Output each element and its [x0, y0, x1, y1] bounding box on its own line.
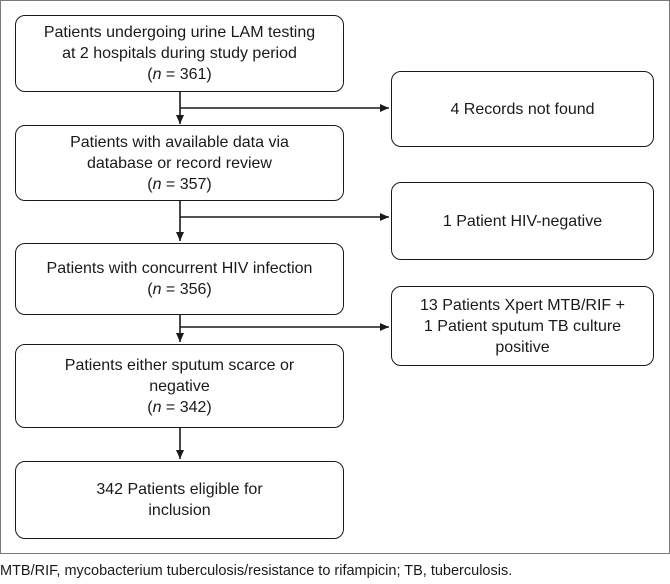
exclusion-box-2: 1 Patient HIV-negative	[391, 182, 654, 260]
flow-box-3-count-value: = 356)	[161, 281, 212, 298]
flow-box-1: Patients undergoing urine LAM testing at…	[15, 15, 344, 92]
n-symbol: n	[152, 175, 162, 193]
figure-caption: MTB/RIF, mycobacterium tuberculosis/resi…	[0, 563, 513, 579]
flow-box-1-line1: Patients undergoing urine LAM testing	[43, 24, 316, 41]
n-symbol: n	[152, 281, 162, 298]
flow-box-1-count: (n = 361)	[147, 66, 212, 83]
flow-box-5: 342 Patients eligible for inclusion	[15, 461, 344, 539]
flow-box-2-line2: database or record review	[87, 154, 272, 172]
flow-box-3-line1: Patients with concurrent HIV infection	[46, 260, 313, 277]
flow-box-4-line2: negative	[149, 377, 210, 395]
n-symbol: n	[152, 66, 162, 83]
flow-box-4-count-value: = 342)	[161, 398, 212, 416]
flow-box-5-line1: 342 Patients eligible for	[96, 481, 263, 498]
n-symbol: n	[152, 398, 162, 416]
flow-box-2: Patients with available data via databas…	[15, 125, 344, 201]
flow-box-1-count-value: = 361)	[161, 66, 212, 83]
flow-box-2-line1: Patients with available data via	[70, 133, 289, 151]
flow-box-5-line2: inclusion	[148, 502, 211, 519]
flow-box-4-count: (n = 342)	[147, 398, 212, 416]
flow-box-1-line2: at 2 hospitals during study period	[62, 45, 297, 62]
exclusion-box-1-text: 4 Records not found	[450, 100, 595, 118]
exclusion-box-1: 4 Records not found	[391, 71, 654, 147]
flow-box-2-count: (n = 357)	[147, 175, 212, 193]
flow-box-2-count-value: = 357)	[161, 175, 212, 193]
flow-box-3: Patients with concurrent HIV infection (…	[15, 243, 344, 315]
flow-box-3-count: (n = 356)	[147, 281, 212, 298]
exclusion-box-3-line2: 1 Patient sputum TB culture	[423, 317, 622, 335]
flow-box-4-line1: Patients either sputum scarce or	[64, 356, 295, 374]
exclusion-box-3: 13 Patients Xpert MTB/RIF + 1 Patient sp…	[391, 286, 654, 366]
flow-box-4: Patients either sputum scarce or negativ…	[15, 344, 344, 428]
exclusion-box-2-text: 1 Patient HIV-negative	[442, 212, 603, 230]
exclusion-box-3-line3: positive	[495, 338, 550, 356]
exclusion-box-3-line1: 13 Patients Xpert MTB/RIF +	[420, 296, 625, 314]
